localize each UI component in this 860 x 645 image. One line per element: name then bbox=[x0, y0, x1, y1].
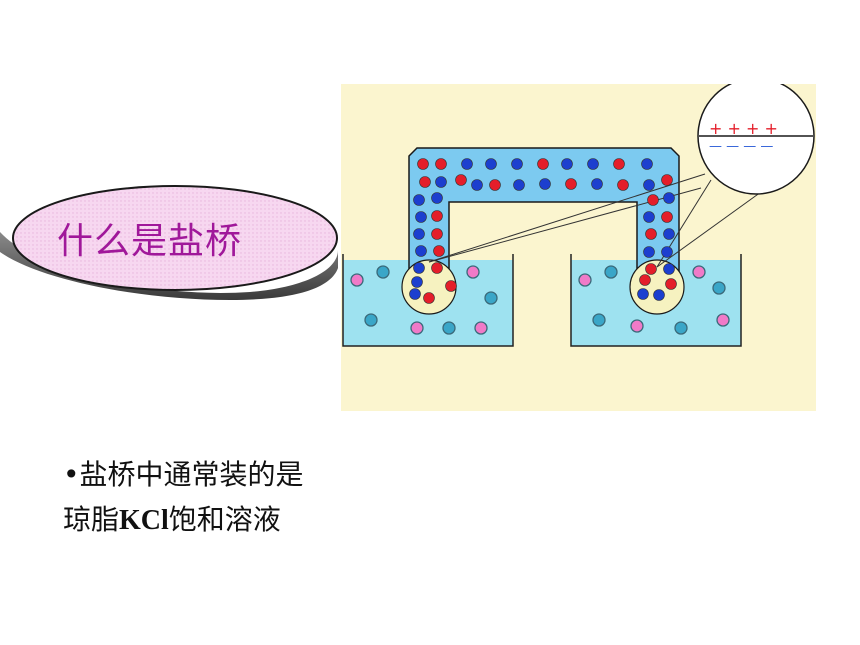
formula-kcl: KCl bbox=[119, 505, 169, 536]
callout-title: 什么是盐桥 bbox=[57, 221, 243, 262]
bullet-text: •盐桥中通常装的是 琼脂KCl饱和溶液 bbox=[63, 452, 304, 543]
bullet-line-2: 琼脂KCl饱和溶液 bbox=[63, 497, 304, 543]
bullet-line-2-prefix: 琼脂 bbox=[63, 503, 120, 536]
solution-particles bbox=[350, 265, 730, 335]
plus-charges: + + + + bbox=[709, 119, 778, 138]
salt-bridge-diagram: + + + + — — — — bbox=[341, 77, 816, 411]
callout-ellipse-shape bbox=[0, 185, 338, 300]
bullet-line-1: •盐桥中通常装的是 bbox=[63, 458, 304, 491]
bullet-line-2-suffix: 饱和溶液 bbox=[168, 503, 281, 536]
bridge-particles bbox=[413, 158, 675, 275]
title-callout bbox=[0, 180, 345, 300]
minus-charges: — — — — bbox=[709, 139, 773, 154]
salt-bridge-illustration: + + + + — — — — bbox=[341, 77, 816, 411]
zoom-particles bbox=[409, 274, 677, 304]
